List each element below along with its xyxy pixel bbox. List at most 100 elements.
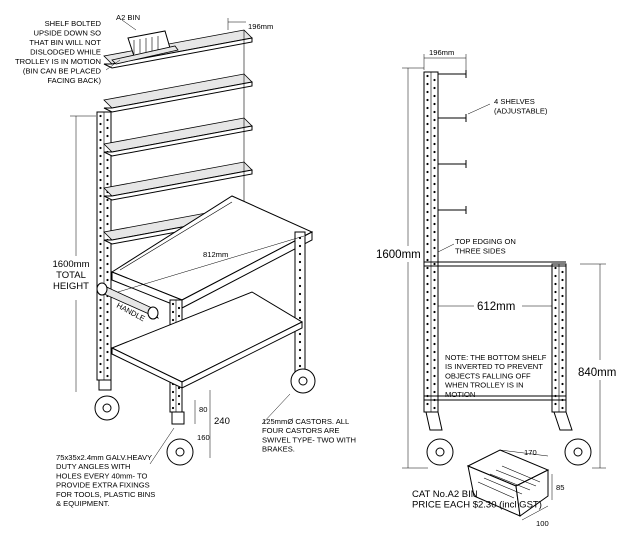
- bin-dim-85: 85: [556, 483, 564, 492]
- angle-hole: [99, 162, 102, 166]
- a2-bin-label: A2 BIN: [116, 13, 140, 22]
- angle-hole: [554, 282, 557, 286]
- angle-hole: [433, 366, 436, 370]
- angle-hole: [426, 258, 429, 262]
- angle-hole: [561, 318, 564, 322]
- angle-hole: [426, 274, 429, 278]
- angle-hole: [171, 390, 175, 394]
- angle-hole: [426, 234, 429, 238]
- angle-hole: [426, 194, 429, 198]
- bin-dim-100: 100: [536, 519, 549, 528]
- dim-812: 812mm: [203, 250, 228, 259]
- angle-hole: [561, 302, 564, 306]
- angle-hole: [561, 366, 564, 370]
- angle-hole: [99, 242, 102, 246]
- angle-hole: [554, 306, 557, 310]
- angle-hole: [561, 286, 564, 290]
- shelf-note-line: DISLODGED WHILE: [30, 48, 101, 57]
- plastic-bin-icon: [111, 30, 179, 65]
- work-top: [110, 195, 314, 309]
- angle-hole: [298, 284, 302, 288]
- angle-hole: [426, 186, 429, 190]
- shelf-note-line: SHELF BOLTED: [45, 19, 102, 28]
- angle-hole: [433, 254, 436, 258]
- angle-hole: [99, 114, 102, 118]
- dim-160: 160: [197, 433, 210, 442]
- angle-hole: [106, 134, 109, 138]
- dim-840: 840mm: [578, 367, 616, 379]
- angle-hole: [426, 290, 429, 294]
- total-height-line: TOTAL: [56, 270, 86, 281]
- angle-hole: [426, 282, 429, 286]
- bottom-note-line: WHEN TROLLEY IS IN: [445, 381, 524, 390]
- angle-hole: [426, 202, 429, 206]
- angle-hole: [106, 310, 109, 314]
- bottom-note-line: IS INVERTED TO PREVENT: [445, 362, 543, 371]
- shelf-2: [103, 73, 253, 109]
- angle-hole: [298, 364, 302, 368]
- angle-hole: [99, 266, 102, 270]
- angle-hole: [426, 138, 429, 142]
- angle-hole: [433, 86, 436, 90]
- angle-hole: [561, 358, 564, 362]
- angle-hole: [171, 310, 175, 314]
- angle-hole: [106, 214, 109, 218]
- angle-hole: [106, 334, 109, 338]
- angle-hole: [433, 174, 436, 178]
- castor-wheel-icon: [94, 379, 120, 421]
- angle-hole: [426, 90, 429, 94]
- bottom-note-line: OBJECTS FALLING OFF: [445, 371, 531, 380]
- castor-wheel-icon: [425, 411, 454, 466]
- angle-hole: [433, 182, 436, 186]
- angle-hole: [298, 244, 302, 248]
- dim-612: 612mm: [477, 301, 515, 313]
- angle-hole: [554, 402, 557, 406]
- angle-hole: [106, 318, 109, 322]
- isometric-trolley: HANDLE 196mm 812mm 80: [70, 18, 316, 466]
- angle-hole: [554, 338, 557, 342]
- angle-hole: [99, 194, 102, 198]
- angle-hole: [99, 178, 102, 182]
- angle-hole: [554, 322, 557, 326]
- angles-note-line: 75x35x2.4mm GALV.HEAVY: [56, 453, 152, 462]
- angle-hole: [298, 252, 302, 256]
- angle-hole: [99, 170, 102, 174]
- bottom-note-line: NOTE: THE BOTTOM SHELF: [445, 353, 547, 362]
- bin-caption-line: PRICE EACH $2.30 (incl GST): [412, 500, 542, 511]
- angle-hole: [106, 326, 109, 330]
- angle-hole: [426, 242, 429, 246]
- angle-hole: [426, 370, 429, 374]
- side-elevation: 196mm 1600mm 612mm 840mm: [376, 48, 616, 469]
- angle-hole: [433, 374, 436, 378]
- angle-hole: [554, 386, 557, 390]
- angle-hole: [298, 316, 302, 320]
- angle-hole: [433, 302, 436, 306]
- castor-wheel-icon: [290, 368, 316, 394]
- angle-hole: [298, 300, 302, 304]
- angles-note-line: FOR TOOLS, PLASTIC BINS: [56, 490, 155, 499]
- angle-hole: [433, 166, 436, 170]
- angle-hole: [433, 406, 436, 410]
- castor-wheel-icon: [166, 411, 194, 466]
- angle-hole: [433, 94, 436, 98]
- angle-hole: [561, 270, 564, 274]
- dim-80: 80: [199, 405, 207, 414]
- angle-hole: [554, 314, 557, 318]
- angle-hole: [426, 362, 429, 366]
- angle-hole: [433, 358, 436, 362]
- angle-hole: [426, 346, 429, 350]
- angle-hole: [99, 234, 102, 238]
- shelf-note-line: FACING BACK): [47, 76, 101, 85]
- bin-caption-line: CAT No.A2 BIN: [412, 489, 478, 500]
- angle-hole: [106, 350, 109, 354]
- angle-hole: [106, 374, 109, 378]
- angle-hole: [106, 342, 109, 346]
- angle-hole: [106, 246, 109, 250]
- angle-hole: [426, 226, 429, 230]
- angle-hole: [426, 114, 429, 118]
